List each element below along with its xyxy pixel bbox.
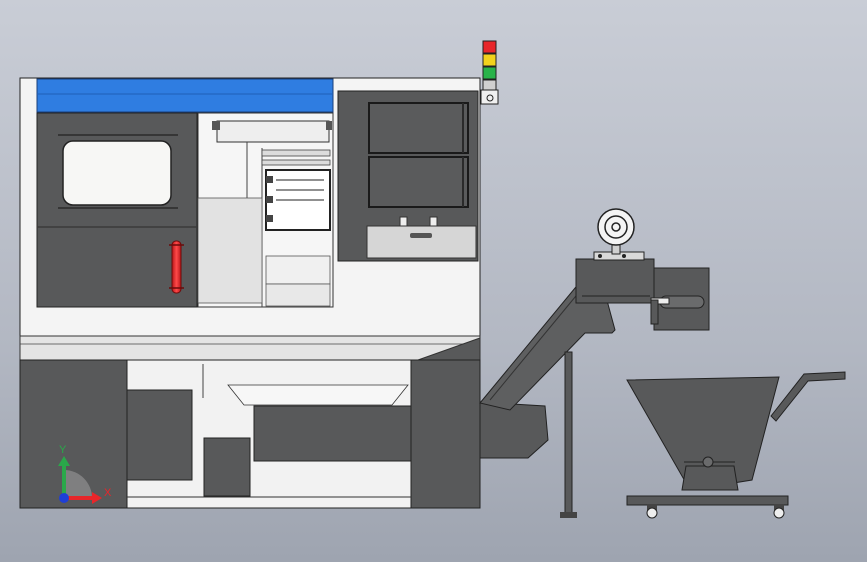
drawer-handle[interactable] bbox=[410, 233, 432, 238]
signal-light-red bbox=[482, 40, 497, 54]
conveyor-leg bbox=[564, 351, 573, 515]
cabinet-drawer-middle[interactable] bbox=[368, 156, 469, 208]
x-axis-label: X bbox=[104, 487, 112, 499]
cabinet-drawer-top[interactable] bbox=[368, 102, 469, 154]
z-axis-dot bbox=[59, 493, 69, 503]
electrical-cabinet[interactable] bbox=[337, 90, 479, 262]
signal-tower[interactable] bbox=[480, 40, 499, 105]
spindle-cover bbox=[216, 120, 330, 143]
chip-conveyor[interactable] bbox=[479, 251, 710, 518]
base-door-right bbox=[410, 359, 481, 509]
cart-wheel bbox=[646, 507, 658, 519]
coolant-tank bbox=[253, 405, 412, 462]
cabinet-drawer-bottom[interactable] bbox=[366, 225, 477, 259]
signal-light-yellow bbox=[482, 53, 497, 67]
cart-handle[interactable] bbox=[770, 371, 846, 422]
machine-body[interactable] bbox=[19, 77, 481, 509]
front-door[interactable] bbox=[36, 112, 198, 308]
coordinate-triad: Y X bbox=[58, 444, 112, 504]
y-axis-label: Y bbox=[59, 444, 67, 456]
tailstock bbox=[197, 197, 263, 304]
work-area bbox=[197, 112, 334, 308]
header-stripe bbox=[36, 78, 334, 113]
cart-frame bbox=[626, 495, 789, 506]
conveyor-motor[interactable] bbox=[597, 208, 635, 255]
cart-wheel bbox=[773, 507, 785, 519]
door-window bbox=[62, 140, 172, 206]
cart-bin bbox=[626, 376, 780, 491]
chip-cart[interactable] bbox=[626, 371, 846, 519]
signal-light-green bbox=[482, 66, 497, 80]
machine-base bbox=[19, 359, 481, 509]
door-handle[interactable] bbox=[171, 240, 182, 294]
apron bbox=[19, 335, 481, 361]
